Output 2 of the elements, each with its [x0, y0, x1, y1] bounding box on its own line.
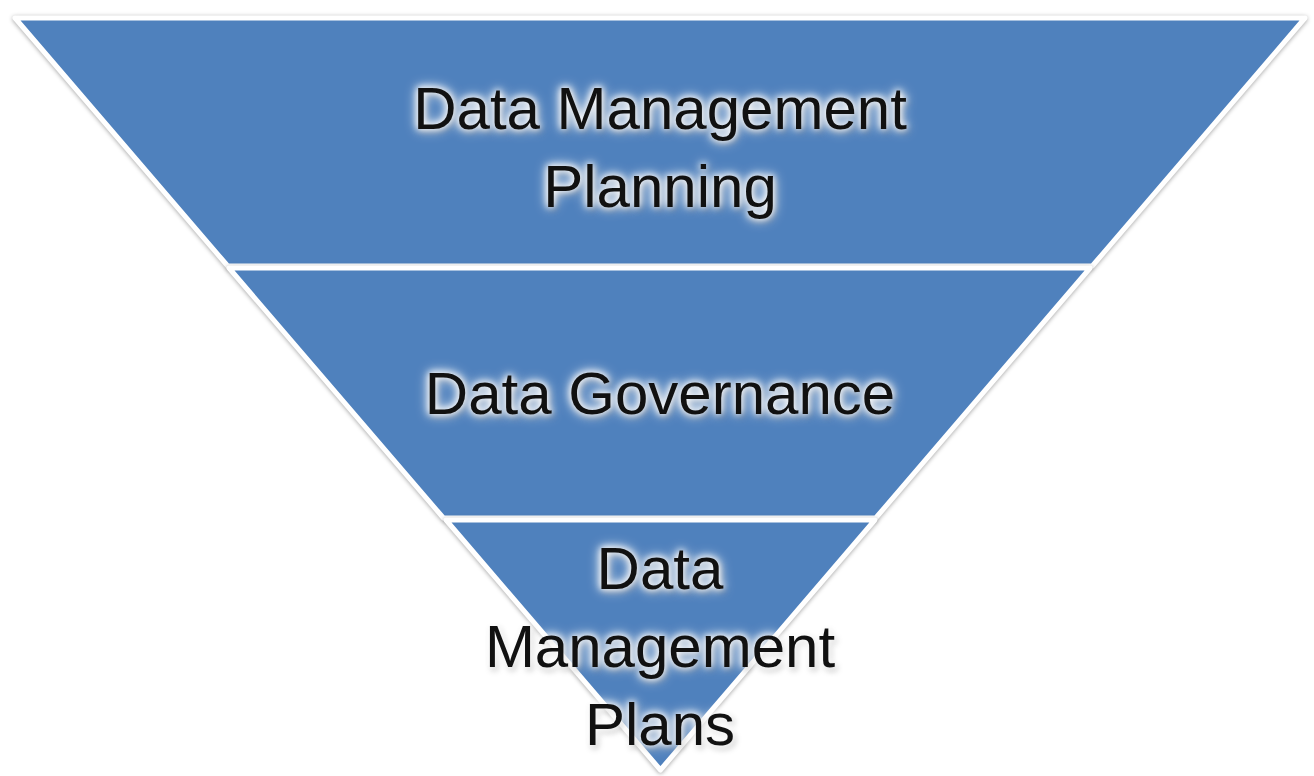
- band-label: Data Management Planning: [412, 74, 908, 222]
- band-label: Data Governance: [424, 359, 896, 429]
